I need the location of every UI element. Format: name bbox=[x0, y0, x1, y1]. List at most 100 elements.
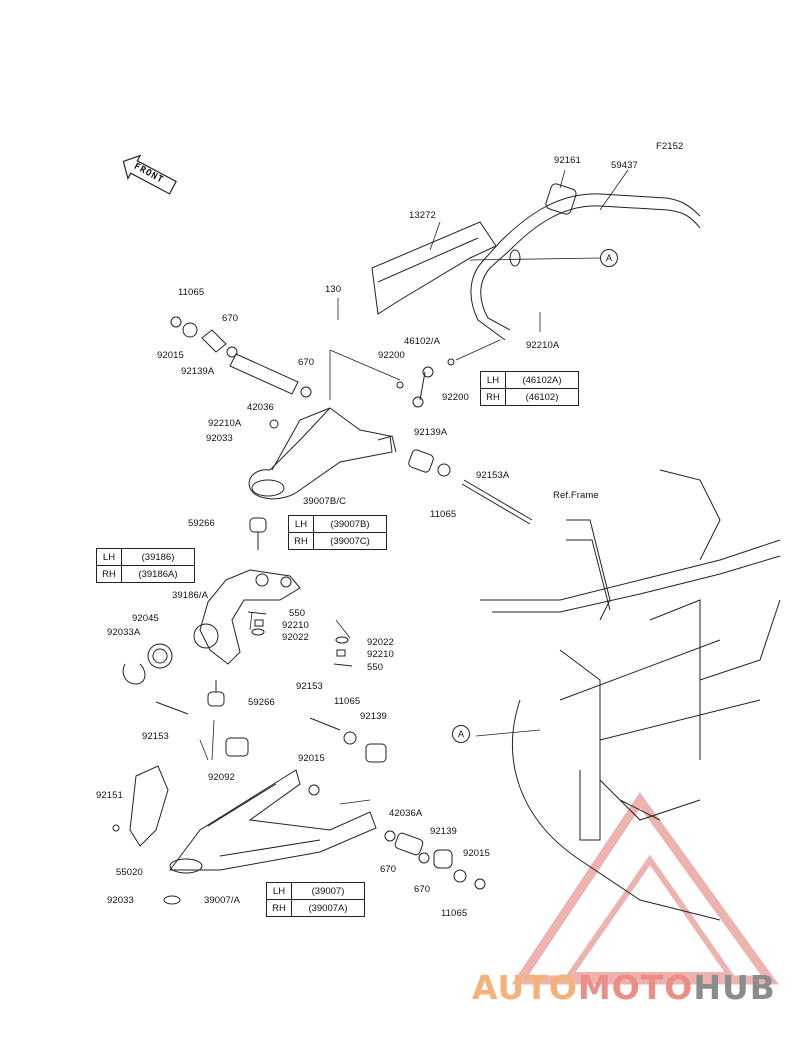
stabilizer-link-side-table: LH(46102A) RH(46102) bbox=[480, 371, 579, 406]
lower-a-arm bbox=[169, 769, 377, 874]
part-label: 92151 bbox=[96, 790, 123, 801]
part-label: 42036 bbox=[247, 402, 274, 413]
code-cell: (39007A) bbox=[291, 899, 365, 917]
table-row: RH(46102) bbox=[480, 388, 579, 406]
side-cell: LH bbox=[480, 371, 506, 389]
table-row: LH(39007) bbox=[266, 882, 365, 900]
part-label: 670 bbox=[380, 864, 397, 875]
stabilizer-bar bbox=[470, 183, 701, 341]
upper-arm-side-table: LH(39007B) RH(39007C) bbox=[288, 515, 387, 550]
watermark-logo bbox=[511, 792, 779, 985]
part-label: 92139A bbox=[181, 366, 215, 377]
ball-joint-upper bbox=[249, 517, 267, 550]
part-label: 550 bbox=[367, 662, 384, 673]
code-cell: (39007C) bbox=[313, 532, 387, 550]
front-direction-arrow: FRONT bbox=[115, 147, 184, 203]
part-label: 11065 bbox=[441, 908, 468, 919]
code-cell: (39007B) bbox=[313, 515, 387, 533]
code-cell: (39186) bbox=[121, 548, 195, 566]
frame bbox=[480, 469, 781, 921]
side-cell: LH bbox=[288, 515, 314, 533]
upper-pivot-parts bbox=[170, 316, 312, 398]
table-row: LH(46102A) bbox=[480, 371, 579, 389]
callout-a-upper: A bbox=[600, 249, 618, 267]
part-label: 92022 bbox=[367, 637, 394, 648]
stabilizer-link bbox=[396, 358, 455, 408]
upper-a-arm bbox=[248, 407, 397, 500]
part-label: 92161 bbox=[554, 155, 581, 166]
part-label: 11065 bbox=[430, 509, 457, 520]
part-label: 13272 bbox=[409, 210, 436, 221]
ball-joint-lower bbox=[207, 680, 225, 707]
part-label: 670 bbox=[414, 884, 431, 895]
front-arrow-icon bbox=[122, 154, 177, 195]
part-label: 92139A bbox=[414, 427, 448, 438]
part-label: 11065 bbox=[178, 287, 205, 298]
lower-hardware bbox=[155, 701, 387, 796]
watermark-part2: MOTO bbox=[577, 968, 694, 1007]
part-label: 42036A bbox=[389, 808, 423, 819]
callout-a-frame: A bbox=[452, 725, 470, 743]
side-cell: LH bbox=[96, 548, 122, 566]
part-label: 92045 bbox=[132, 613, 159, 624]
code-cell: (39007) bbox=[291, 882, 365, 900]
figure-code: F2152 bbox=[656, 141, 684, 152]
knuckle bbox=[193, 569, 301, 665]
part-label: 670 bbox=[222, 313, 239, 324]
part-label: 92153 bbox=[142, 731, 169, 742]
part-label: 92033 bbox=[206, 433, 233, 444]
part-label: 92210A bbox=[208, 418, 242, 429]
part-label: 92139 bbox=[360, 711, 387, 722]
part-label: 670 bbox=[298, 357, 315, 368]
watermark-part1: AUTO bbox=[472, 968, 578, 1007]
table-row: LH(39007B) bbox=[288, 515, 387, 533]
part-label: 92015 bbox=[463, 848, 490, 859]
upper-right-bushings bbox=[408, 449, 533, 525]
watermark-text: AUTOMOTOHUB bbox=[472, 968, 776, 1007]
lower-right-bushings bbox=[163, 830, 486, 905]
part-label: 92022 bbox=[282, 632, 309, 643]
knuckle-side-table: LH(39186) RH(39186A) bbox=[96, 548, 195, 583]
part-label: 92139 bbox=[430, 826, 457, 837]
side-cell: RH bbox=[480, 388, 506, 406]
part-label: 92015 bbox=[298, 753, 325, 764]
table-row: LH(39186) bbox=[96, 548, 195, 566]
leader-lines bbox=[199, 169, 629, 805]
part-label: 92210 bbox=[367, 649, 394, 660]
table-row: RH(39186A) bbox=[96, 565, 195, 583]
part-label: 92200 bbox=[378, 350, 405, 361]
code-cell: (39186A) bbox=[121, 565, 195, 583]
watermark-part3: HUB bbox=[693, 968, 776, 1007]
part-label: 92153 bbox=[296, 681, 323, 692]
part-label: 92210A bbox=[526, 340, 560, 351]
lower-arm-side-table: LH(39007) RH(39007A) bbox=[266, 882, 365, 917]
part-label: 59266 bbox=[188, 518, 215, 529]
skid-plate bbox=[112, 765, 169, 847]
part-label: 92210 bbox=[282, 620, 309, 631]
side-cell: RH bbox=[266, 899, 292, 917]
part-label: 92153A bbox=[476, 470, 510, 481]
part-label: 92092 bbox=[208, 772, 235, 783]
part-label: 11065 bbox=[334, 696, 361, 707]
code-cell: (46102A) bbox=[505, 371, 579, 389]
part-label: 550 bbox=[289, 608, 306, 619]
part-label: 92015 bbox=[157, 350, 184, 361]
hub-bearing bbox=[122, 643, 173, 685]
table-row: RH(39007A) bbox=[266, 899, 365, 917]
part-label: 39007B/C bbox=[303, 496, 347, 507]
side-cell: LH bbox=[266, 882, 292, 900]
part-label: 39186/A bbox=[172, 590, 209, 601]
part-label: 55020 bbox=[116, 867, 143, 878]
bracket-13272 bbox=[371, 221, 497, 315]
side-cell: RH bbox=[288, 532, 314, 550]
part-label: 92033 bbox=[107, 895, 134, 906]
part-label: 130 bbox=[325, 284, 342, 295]
part-label: 46102/A bbox=[404, 336, 441, 347]
ref-frame-label: Ref.Frame bbox=[553, 490, 599, 501]
part-label: 39007/A bbox=[204, 895, 241, 906]
small-hardware bbox=[247, 611, 353, 667]
part-label: 59266 bbox=[248, 697, 275, 708]
code-cell: (46102) bbox=[505, 388, 579, 406]
side-cell: RH bbox=[96, 565, 122, 583]
